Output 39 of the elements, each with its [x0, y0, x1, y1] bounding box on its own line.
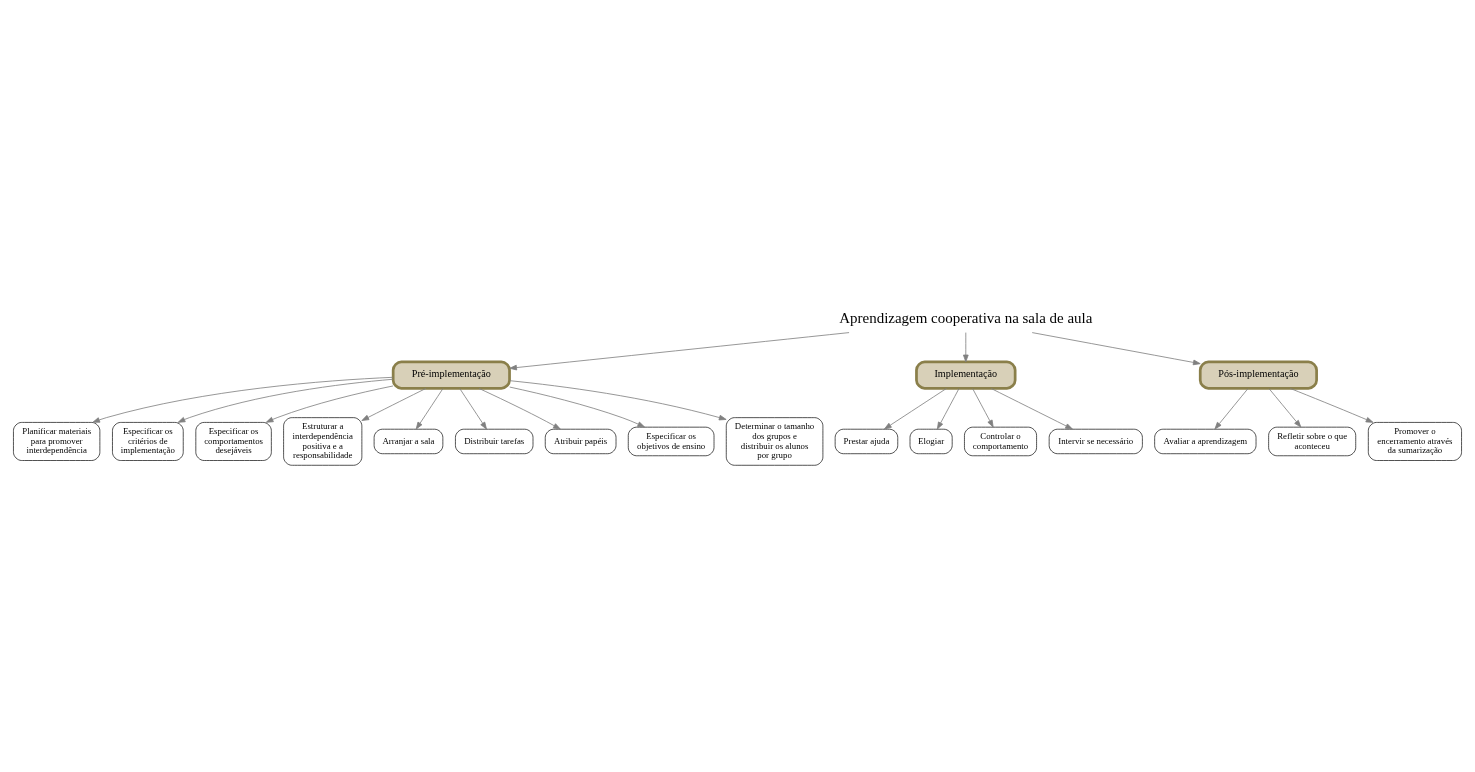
arrow — [509, 380, 727, 421]
arrow — [177, 378, 394, 423]
arrow — [936, 388, 960, 430]
arrow — [509, 332, 850, 371]
node-box: Refletir sobre o que aconteceu — [1268, 426, 1357, 457]
node-box: Arranjar a sala — [373, 428, 444, 455]
arrow — [459, 388, 487, 430]
arrow — [1268, 388, 1302, 428]
node-box: Pré-implementação — [391, 360, 511, 390]
node-box: Distribuir tarefas — [455, 428, 534, 455]
arrow — [1031, 332, 1201, 366]
arrow — [92, 376, 394, 423]
node-box: Implementação — [915, 360, 1017, 390]
arrow — [990, 388, 1073, 430]
node-box: Determinar o tamanho dos grupos e distribuir os alunos por grupo — [725, 417, 824, 466]
arrow — [963, 332, 969, 363]
arrow — [265, 385, 394, 423]
node-box: Elogiar — [909, 428, 953, 455]
arrow — [972, 388, 994, 428]
node-box: Atribuir papéis — [544, 428, 617, 455]
arrow — [884, 388, 947, 430]
node-box: Controlar o comportamento — [964, 426, 1037, 457]
node-box: Planificar materiais para promover interdependência — [13, 422, 101, 461]
arrow — [1214, 388, 1249, 430]
node-box: Especificar os critérios de implementação — [112, 422, 184, 461]
arrow — [478, 388, 561, 430]
arrow — [361, 388, 427, 421]
node-box: Especificar os objetivos de ensino — [627, 426, 715, 457]
arrow — [415, 388, 444, 430]
node-box: Intervir se necessário — [1048, 428, 1143, 455]
node-box: Pós-implementação — [1198, 360, 1318, 390]
node-box: Prestar ajuda — [834, 428, 899, 455]
node-box: Especificar os comportamentos desejáveis — [195, 422, 272, 461]
node-box: Promover o encerramento através da sumarização — [1368, 422, 1462, 461]
node-box: Avaliar a aprendizagem — [1154, 428, 1257, 455]
node-box: Estruturar a interdependência positiva e a responsabilidade — [283, 417, 363, 466]
node-text: Aprendizagem cooperativa na sala de aula — [839, 310, 1093, 327]
arrow — [1289, 388, 1374, 423]
arrow — [509, 386, 645, 428]
